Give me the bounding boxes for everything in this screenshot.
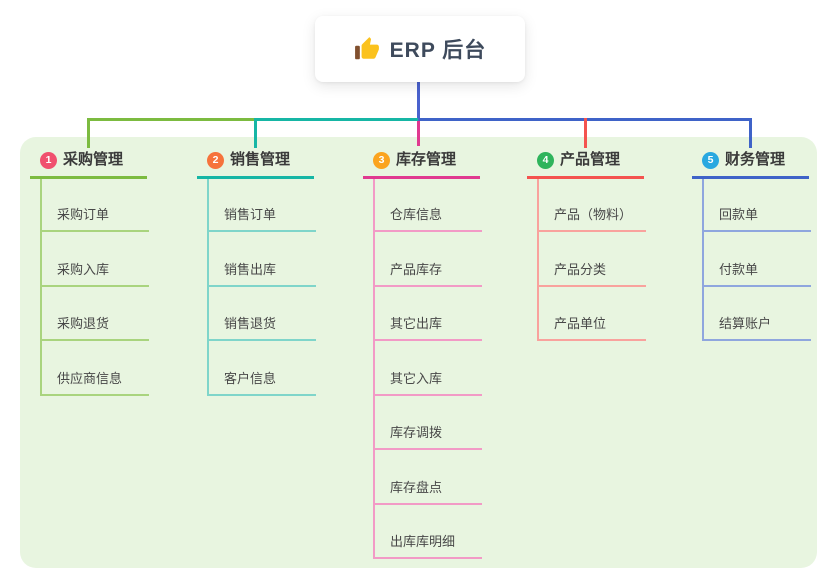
child-node-inventory-1[interactable]: 产品库存: [373, 258, 482, 287]
child-node-purchase-1[interactable]: 采购入库: [40, 258, 149, 287]
child-node-inventory-5[interactable]: 库存盘点: [373, 476, 482, 505]
branch-label-sales: 销售管理: [230, 151, 291, 168]
branch-badge-purchase: 1: [40, 151, 57, 169]
branch-inventory: 3 库存管理仓库信息产品库存其它出库其它入库库存调拨库存盘点出库库明细: [363, 148, 482, 559]
child-node-purchase-0[interactable]: 采购订单: [40, 203, 149, 232]
branch-child-connector-finance: [702, 179, 704, 340]
child-node-product-2[interactable]: 产品单位: [537, 312, 646, 341]
branch-node-product[interactable]: 4 产品管理: [527, 148, 644, 179]
child-node-finance-2[interactable]: 结算账户: [702, 312, 811, 341]
child-node-sales-1[interactable]: 销售出库: [207, 258, 316, 287]
child-node-inventory-6[interactable]: 出库库明细: [373, 530, 482, 559]
child-node-inventory-0[interactable]: 仓库信息: [373, 203, 482, 232]
branch-sales: 2 销售管理销售订单销售出库销售退货客户信息: [197, 148, 316, 396]
branch-badge-sales: 2: [207, 151, 224, 169]
branch-node-inventory[interactable]: 3 库存管理: [363, 148, 480, 179]
child-node-product-0[interactable]: 产品（物料）: [537, 203, 646, 232]
branch-child-connector-sales: [207, 179, 209, 395]
branch-label-product: 产品管理: [560, 151, 621, 168]
drop-line-inventory: [417, 121, 420, 146]
branch-finance: 5 财务管理回款单付款单结算账户: [692, 148, 811, 341]
child-node-inventory-3[interactable]: 其它入库: [373, 367, 482, 396]
child-node-purchase-2[interactable]: 采购退货: [40, 312, 149, 341]
child-node-inventory-4[interactable]: 库存调拨: [373, 421, 482, 450]
branch-label-finance: 财务管理: [725, 151, 786, 168]
drop-line-finance: [749, 118, 752, 148]
branch-node-finance[interactable]: 5 财务管理: [692, 148, 809, 179]
drop-line-purchase: [87, 118, 90, 148]
branch-child-connector-purchase: [40, 179, 42, 395]
branch-badge-inventory: 3: [373, 151, 390, 169]
root-connector-line: [417, 82, 420, 121]
root-node-erp[interactable]: ERP 后台: [315, 16, 525, 82]
bus-segment-purchase: [87, 118, 255, 121]
child-node-sales-0[interactable]: 销售订单: [207, 203, 316, 232]
drop-line-product: [584, 118, 587, 148]
child-node-sales-2[interactable]: 销售退货: [207, 312, 316, 341]
root-node-title: ERP 后台: [389, 39, 487, 62]
branch-badge-finance: 5: [702, 151, 719, 169]
branch-child-connector-inventory: [373, 179, 375, 558]
branch-purchase: 1 采购管理采购订单采购入库采购退货供应商信息: [30, 148, 149, 396]
thumbs-up-icon: [354, 37, 379, 60]
bus-segment-sales: [255, 118, 418, 121]
child-node-inventory-2[interactable]: 其它出库: [373, 312, 482, 341]
child-node-product-1[interactable]: 产品分类: [537, 258, 646, 287]
child-node-sales-3[interactable]: 客户信息: [207, 367, 316, 396]
branch-label-purchase: 采购管理: [63, 151, 124, 168]
branch-node-sales[interactable]: 2 销售管理: [197, 148, 314, 179]
branch-child-connector-product: [537, 179, 539, 340]
branch-label-inventory: 库存管理: [396, 151, 457, 168]
child-node-finance-0[interactable]: 回款单: [702, 203, 811, 232]
branch-badge-product: 4: [537, 151, 554, 169]
child-node-purchase-3[interactable]: 供应商信息: [40, 367, 149, 396]
mindmap-background-panel: [20, 137, 817, 568]
child-node-finance-1[interactable]: 付款单: [702, 258, 811, 287]
drop-line-sales: [254, 118, 257, 148]
branch-product: 4 产品管理产品（物料） 产品分类产品单位: [527, 148, 646, 341]
branch-node-purchase[interactable]: 1 采购管理: [30, 148, 147, 179]
